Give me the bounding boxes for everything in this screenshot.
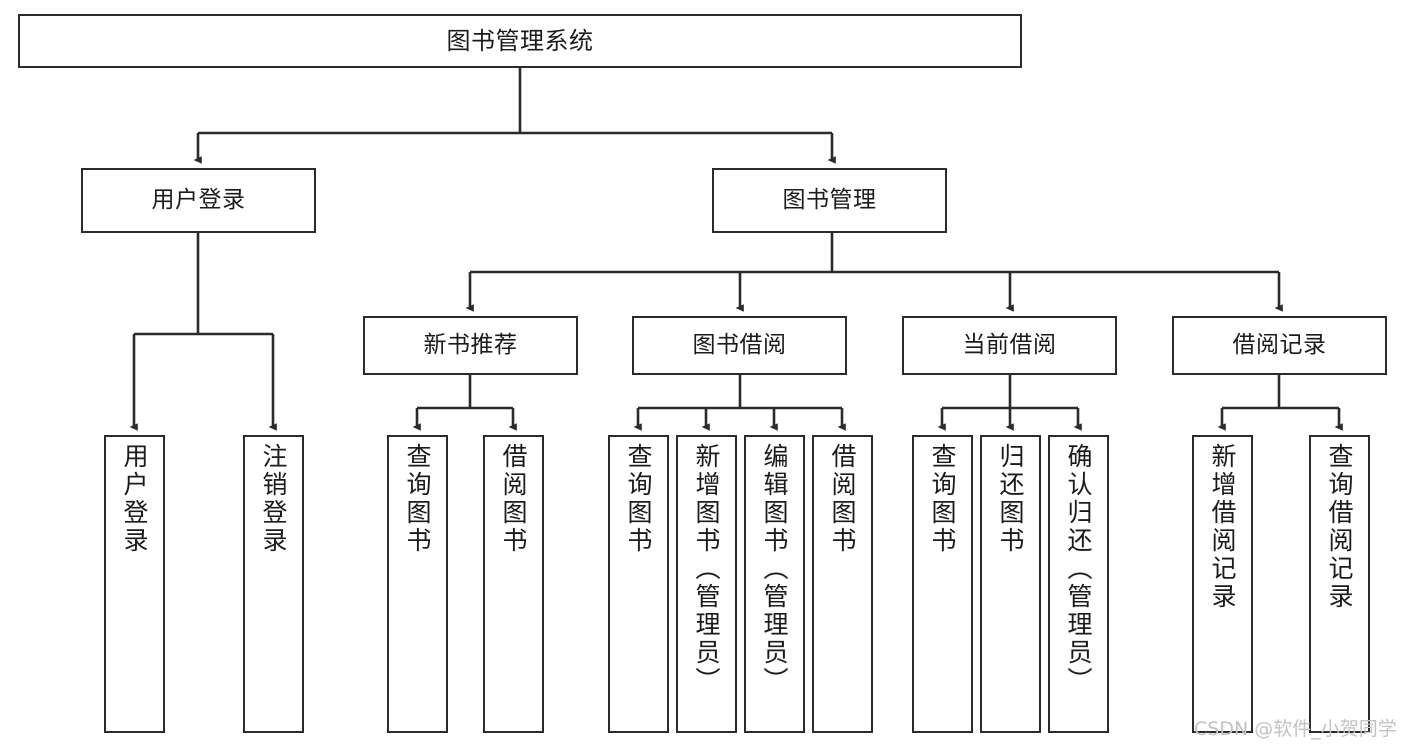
node-label: 注销登录 [259, 443, 288, 555]
node-new-book-recommend[interactable]: 新书推荐 [363, 316, 578, 375]
node-label: 借阅图书 [828, 443, 857, 555]
node-user-login[interactable]: 用户登录 [81, 168, 316, 233]
node-book-manage[interactable]: 图书管理 [712, 168, 947, 233]
leaf-query-book-recommend[interactable]: 查询图书 [387, 435, 448, 733]
leaf-query-borrow-record[interactable]: 查询借阅记录 [1309, 435, 1370, 733]
node-label: 当前借阅 [962, 331, 1057, 358]
node-label: 编辑图书（管理员） [760, 443, 789, 695]
node-label: 图书管理 [782, 186, 877, 213]
leaf-return-book[interactable]: 归还图书 [980, 435, 1041, 733]
node-borrow-record[interactable]: 借阅记录 [1172, 316, 1387, 375]
node-label: 新书推荐 [423, 331, 518, 358]
leaf-query-book-current[interactable]: 查询图书 [912, 435, 973, 733]
node-label: 查询图书 [928, 443, 957, 555]
node-label: 新增借阅记录 [1208, 443, 1237, 611]
leaf-add-borrow-record[interactable]: 新增借阅记录 [1192, 435, 1253, 733]
leaf-query-book-borrow[interactable]: 查询图书 [608, 435, 669, 733]
leaf-user-login[interactable]: 用户登录 [104, 435, 165, 733]
node-label: 图书借阅 [692, 331, 787, 358]
node-current-borrow[interactable]: 当前借阅 [902, 316, 1117, 375]
node-label: 查询图书 [624, 443, 653, 555]
node-label: 用户登录 [120, 443, 149, 555]
leaf-user-logout[interactable]: 注销登录 [243, 435, 304, 733]
node-label: 归还图书 [996, 443, 1025, 555]
node-label: 新增图书（管理员） [692, 443, 721, 695]
node-label: 确认归还（管理员） [1064, 443, 1093, 695]
leaf-add-book-admin[interactable]: 新增图书（管理员） [676, 435, 737, 733]
node-label: 用户登录 [151, 186, 246, 213]
node-root-book-management-system[interactable]: 图书管理系统 [18, 14, 1022, 68]
node-book-borrow[interactable]: 图书借阅 [632, 316, 847, 375]
node-label: 查询图书 [403, 443, 432, 555]
node-label: 图书管理系统 [446, 26, 594, 55]
node-label: 查询借阅记录 [1325, 443, 1354, 611]
leaf-borrow-book-borrow[interactable]: 借阅图书 [812, 435, 873, 733]
leaf-confirm-return-admin[interactable]: 确认归还（管理员） [1048, 435, 1109, 733]
node-label: 借阅图书 [499, 443, 528, 555]
node-label: 借阅记录 [1232, 331, 1327, 358]
csdn-watermark: CSDN @软件_小贺同学 [1194, 718, 1397, 740]
leaf-borrow-book-recommend[interactable]: 借阅图书 [483, 435, 544, 733]
leaf-edit-book-admin[interactable]: 编辑图书（管理员） [744, 435, 805, 733]
